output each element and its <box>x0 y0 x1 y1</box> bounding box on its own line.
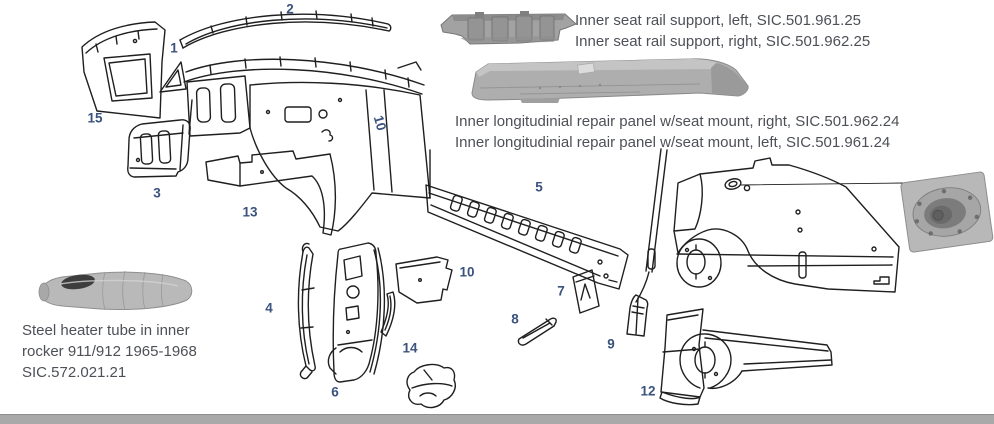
part-number-7: 7 <box>557 283 565 299</box>
cowl-assembly <box>183 56 431 232</box>
part-3-box <box>127 119 191 178</box>
part-15-cowl-side-panel <box>81 21 166 119</box>
part-number-9: 9 <box>607 336 615 352</box>
caption-heater-line2: rocker 911/912 1965-1968 <box>22 343 197 360</box>
part-6-lock-pillar <box>327 242 386 383</box>
part-9-support <box>626 294 649 337</box>
part-number-10: 10 <box>459 264 475 280</box>
part-number-13: 13 <box>242 204 258 220</box>
part-bracket-blob <box>406 363 456 409</box>
caption-heater-tube: Steel heater tube in inner rocker 911/91… <box>22 320 197 383</box>
photo-seat-rail-support <box>440 11 577 45</box>
caption-seat-rail-line2: Inner seat rail support, right, SIC.501.… <box>575 33 871 50</box>
part-number-6: 6 <box>331 384 339 400</box>
caption-longitudinal-panel: Inner longitudinial repair panel w/seat … <box>455 111 899 153</box>
part-2-header-rail <box>179 10 392 49</box>
part-1-wedge <box>159 61 187 93</box>
photo-longitudinal-panel <box>471 58 749 103</box>
caption-seat-rail-support: Inner seat rail support, left, SIC.501.9… <box>575 10 870 52</box>
part-number-4: 4 <box>265 300 273 316</box>
quarter-panel-assembly <box>635 148 904 303</box>
part-12-wheel-arch-section <box>659 308 833 406</box>
part-number-2: 2 <box>286 1 294 17</box>
caption-heater-line1: Steel heater tube in inner <box>22 322 190 339</box>
caption-longitudinal-line1: Inner longitudinial repair panel w/seat … <box>455 113 900 130</box>
caption-longitudinal-line2: Inner longitudinial repair panel w/seat … <box>455 134 891 151</box>
part-5-sill-panel <box>425 184 629 290</box>
part-8-strip <box>517 317 557 346</box>
part-10-patch-panel <box>395 256 453 304</box>
footer-divider-bar <box>0 414 994 424</box>
part-number-3: 3 <box>153 185 161 201</box>
part-number-12: 12 <box>640 383 656 399</box>
part-7-bracket <box>572 269 600 314</box>
caption-heater-line3: SIC.572.021.21 <box>22 364 127 381</box>
caption-seat-rail-line1: Inner seat rail support, left, SIC.501.9… <box>575 12 862 29</box>
part-number-15: 15 <box>87 110 103 126</box>
part-13-shelf-panel <box>205 150 337 236</box>
part-number-5: 5 <box>535 179 543 195</box>
part-number-14: 14 <box>402 340 418 356</box>
part-number-8: 8 <box>511 311 519 327</box>
part-14-strip <box>380 291 396 337</box>
part-number-1: 1 <box>170 40 178 56</box>
photo-cover-plate <box>900 171 994 253</box>
photo-heater-tube <box>38 270 193 311</box>
part-4-channel <box>297 242 316 380</box>
